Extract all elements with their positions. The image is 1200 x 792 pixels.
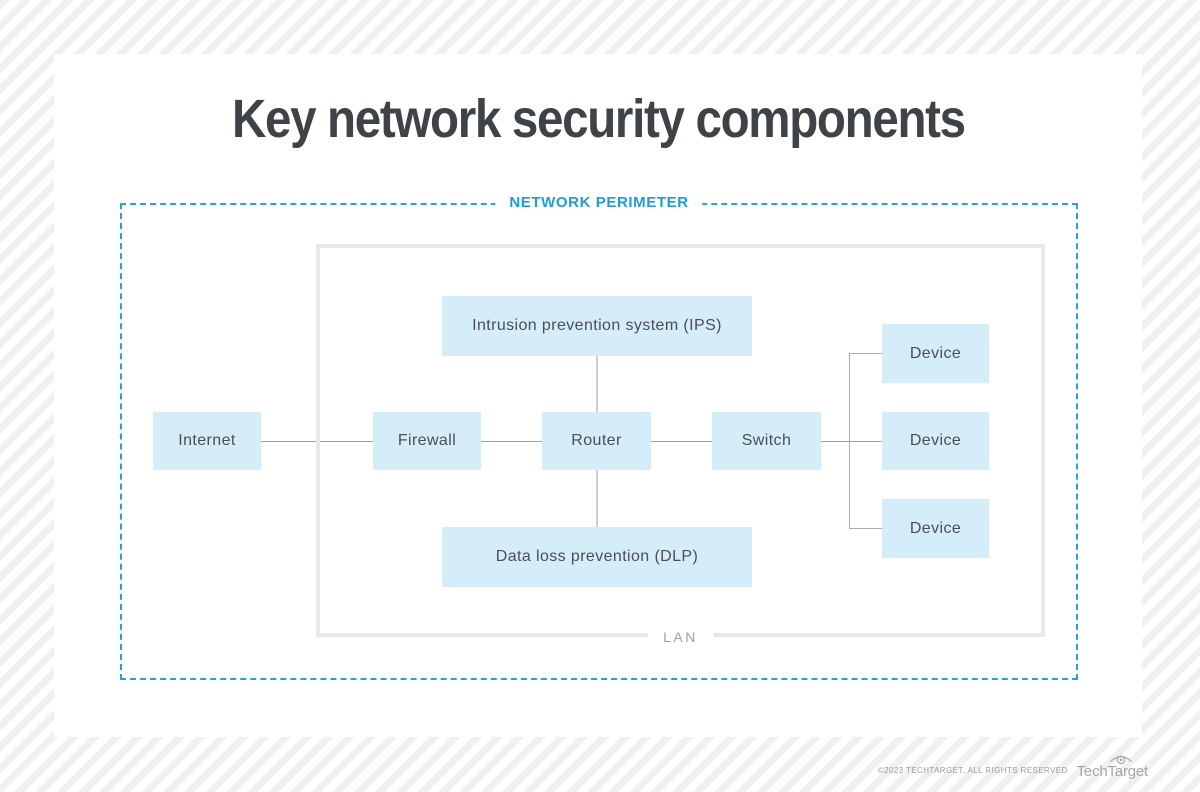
- connector-bracket-device-top: [849, 353, 882, 354]
- node-firewall-label: Firewall: [397, 432, 457, 449]
- lan-boundary: LAN: [316, 244, 1045, 646]
- node-router-label: Router: [571, 432, 622, 449]
- node-router: Router: [542, 412, 651, 470]
- connector-device-bracket-vertical: [849, 353, 850, 529]
- node-device-1-label: Device: [909, 344, 962, 362]
- connector-ips-router: [596, 356, 598, 412]
- node-device-2: Device: [882, 412, 989, 470]
- page-title: Key network security components: [54, 88, 1142, 150]
- network-perimeter-boundary: NETWORK PERIMETER: [120, 193, 1078, 680]
- techtarget-logo: TechTarget: [1076, 755, 1149, 780]
- page-title-text: Key network security components: [231, 89, 966, 149]
- lan-label: LAN: [647, 628, 714, 646]
- node-ips: Intrusion prevention system (IPS): [442, 296, 752, 356]
- techtarget-wordmark: TechTarget: [1076, 763, 1149, 780]
- connector-firewall-router: [481, 441, 542, 442]
- node-dlp-label: Data loss prevention (DLP): [495, 548, 699, 565]
- node-device-2-label: Device: [909, 432, 962, 449]
- node-device-1: Device: [882, 324, 989, 383]
- node-device-3: Device: [882, 499, 989, 558]
- connector-bracket-device-bottom: [849, 528, 882, 529]
- copyright-text: ©2023 TECHTARGET, ALL RIGHTS RESERVED: [877, 766, 1068, 775]
- node-internet-label: Internet: [178, 432, 236, 449]
- node-switch-label: Switch: [741, 432, 792, 449]
- connector-switch-device: [821, 441, 882, 442]
- node-switch: Switch: [712, 412, 821, 470]
- node-device-3-label: Device: [909, 519, 962, 537]
- techtarget-eye-icon: [1110, 755, 1132, 765]
- node-dlp: Data loss prevention (DLP): [442, 527, 752, 587]
- node-ips-label: Intrusion prevention system (IPS): [472, 317, 722, 334]
- infographic-card: Key network security components: [54, 54, 1142, 737]
- footer: ©2023 TECHTARGET, ALL RIGHTS RESERVED Te…: [877, 755, 1149, 780]
- connector-router-dlp: [596, 470, 598, 527]
- node-internet: Internet: [153, 412, 261, 470]
- node-firewall: Firewall: [373, 412, 481, 470]
- network-perimeter-label: NETWORK PERIMETER: [495, 193, 703, 213]
- connector-router-switch: [651, 441, 712, 442]
